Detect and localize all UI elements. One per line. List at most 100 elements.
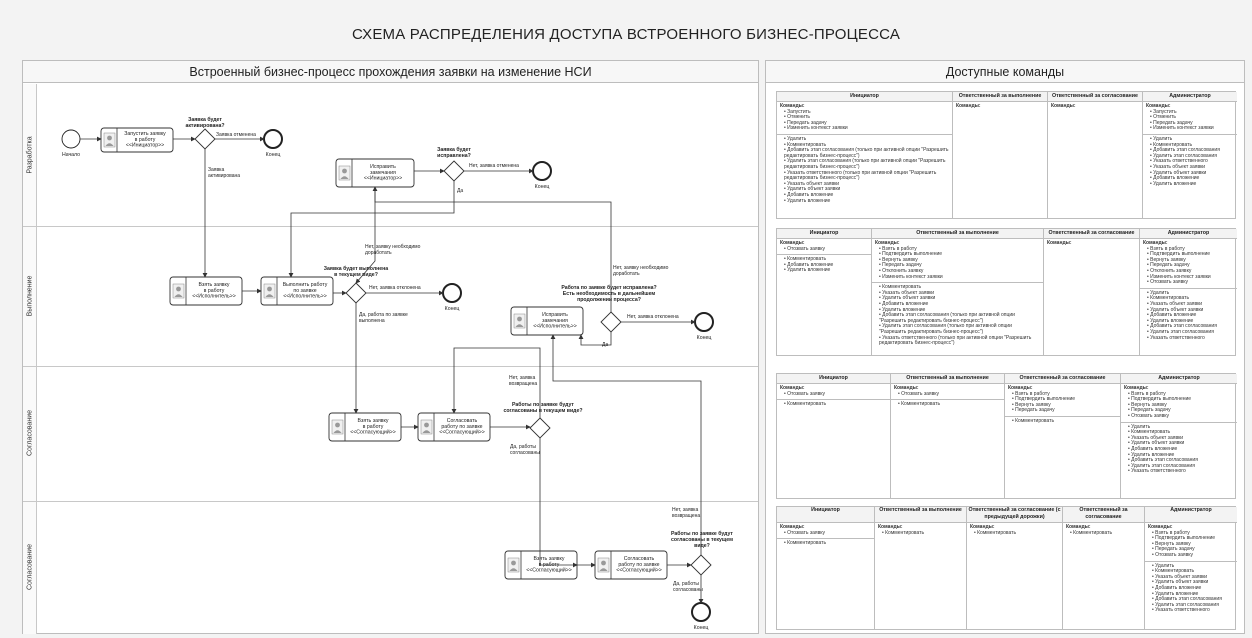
gateway-agreed-2 <box>690 554 712 576</box>
command-list: Комментировать <box>970 530 1059 537</box>
table-column: Ответственный за выполнениеКоманды:Комме… <box>875 507 967 629</box>
commands-label: Команды: <box>1148 524 1173 530</box>
column-header: Ответственный за выполнение <box>875 507 966 523</box>
command-item: Указать объект заявки <box>879 290 1040 297</box>
flow-label: Нет, заявка отклонена <box>627 314 679 320</box>
lane-header-development: Разработка <box>23 84 37 226</box>
command-item: Запустить <box>784 109 949 116</box>
command-item: Добавить вложение <box>784 262 868 269</box>
sequence-flow <box>550 334 702 555</box>
command-item: Указать объект заявки <box>1147 301 1234 308</box>
column-body: Команды:ЗапуститьОтменитьПередать задачу… <box>1143 102 1237 189</box>
sequence-flow <box>451 347 541 418</box>
table-column: Ответственный за выполнениеКоманды:Взять… <box>872 229 1044 355</box>
gateway-activated <box>194 128 216 150</box>
command-item: Удалить этап согласования <box>1128 463 1234 470</box>
command-item: Отменить <box>784 115 949 121</box>
command-list: УдалитьКомментироватьУказать объект заяв… <box>1124 424 1234 475</box>
start-event <box>61 129 81 149</box>
command-item: Передать задачу <box>784 120 949 127</box>
command-item: Удалить вложение <box>879 307 1040 314</box>
command-item: Удалить этап согласования (только при ак… <box>879 323 1040 335</box>
user-icon-body <box>599 568 608 571</box>
command-item: Подтвердить выполнение <box>1012 397 1117 403</box>
command-item: Удалить объект заявки <box>1150 170 1234 177</box>
command-item: Передать задачу <box>1152 547 1234 553</box>
column-header: Инициатор <box>777 374 890 384</box>
start-event-label: Начало <box>62 152 80 158</box>
gateway-agreed-1 <box>529 417 551 439</box>
column-body: Команды:Комментировать <box>875 523 966 538</box>
command-item: Добавить этап согласования <box>1150 148 1234 154</box>
lane-divider <box>23 366 758 367</box>
command-item: Удалить вложение <box>1152 591 1234 598</box>
command-item: Указать объект заявки <box>1128 435 1234 442</box>
command-item: Указать объект заявки <box>1150 164 1234 171</box>
command-item: Передать задачу <box>879 263 1040 269</box>
user-icon-head <box>601 560 606 566</box>
command-item: Удалить объект заявки <box>879 296 1040 302</box>
user-icon-head <box>267 286 272 292</box>
command-item: Отменить <box>1150 115 1234 121</box>
command-item: Запустить <box>1150 109 1234 116</box>
group-divider <box>1140 287 1237 289</box>
command-list: ЗапуститьОтменитьПередать задачуИзменить… <box>780 109 949 132</box>
command-item: Комментировать <box>1128 430 1234 436</box>
lane-divider <box>23 226 758 227</box>
command-item: Комментировать <box>1070 530 1141 537</box>
command-item: Указать ответственного (только при актив… <box>879 335 1040 347</box>
command-list: УдалитьКомментироватьДобавить этап согла… <box>780 136 949 204</box>
user-icon-head <box>517 316 522 322</box>
commands-label: Команды: <box>1146 103 1171 109</box>
command-item: Комментировать <box>974 530 1059 537</box>
command-item: Удалить объект заявки <box>1128 441 1234 447</box>
end-event-label: Конец <box>266 152 281 158</box>
column-body: Команды:ЗапуститьОтменитьПередать задачу… <box>777 102 952 206</box>
command-item: Комментировать <box>1150 142 1234 149</box>
command-item: Комментировать <box>898 402 1001 408</box>
column-header: Инициатор <box>777 229 871 239</box>
flow-label: Да <box>602 342 608 348</box>
command-list: Комментировать <box>780 541 871 547</box>
end-event <box>694 312 714 332</box>
command-list: Взять в работуПодтвердить выполнениеВерн… <box>1143 246 1234 286</box>
command-item: Комментировать <box>784 142 949 149</box>
command-item: Добавить этап согласования <box>1128 458 1234 464</box>
command-item: Добавить этап согласования <box>1152 597 1234 603</box>
sequence-flow <box>288 181 455 278</box>
lane-header-approval-2: Согласование <box>23 501 37 634</box>
table-column: ИнициаторКоманды:ЗапуститьОтменитьПереда… <box>777 92 953 218</box>
command-item: Отозвать заявку <box>784 391 887 398</box>
column-body: Команды: <box>1044 239 1139 249</box>
command-item: Подтвердить выполнение <box>879 252 1040 258</box>
flow-label: Нет, заявка отклонена <box>369 285 421 291</box>
commands-label: Команды: <box>780 240 805 246</box>
table-column: Ответственный за согласованиеКоманды:Взя… <box>1005 374 1121 498</box>
command-item: Комментировать <box>784 402 887 408</box>
gateway-question: Работа по заявке будет исправлена?Есть н… <box>561 284 656 303</box>
command-list: Взять в работуПодтвердить выполнениеВерн… <box>1008 391 1117 414</box>
command-list: УдалитьКомментироватьУказать объект заяв… <box>1143 290 1234 341</box>
column-body: Команды:Отозвать заявкуКомментировать <box>777 384 890 410</box>
end-event-label: Конец <box>445 306 460 312</box>
commands-label: Команды: <box>1008 385 1033 391</box>
command-item: Взять в работу <box>879 246 1040 253</box>
group-divider <box>1005 415 1120 417</box>
flow-label: Заявка отменена <box>216 132 256 138</box>
command-item: Удалить объект заявки <box>784 187 949 193</box>
command-item: Комментировать <box>784 541 871 547</box>
user-icon-body <box>333 430 342 433</box>
